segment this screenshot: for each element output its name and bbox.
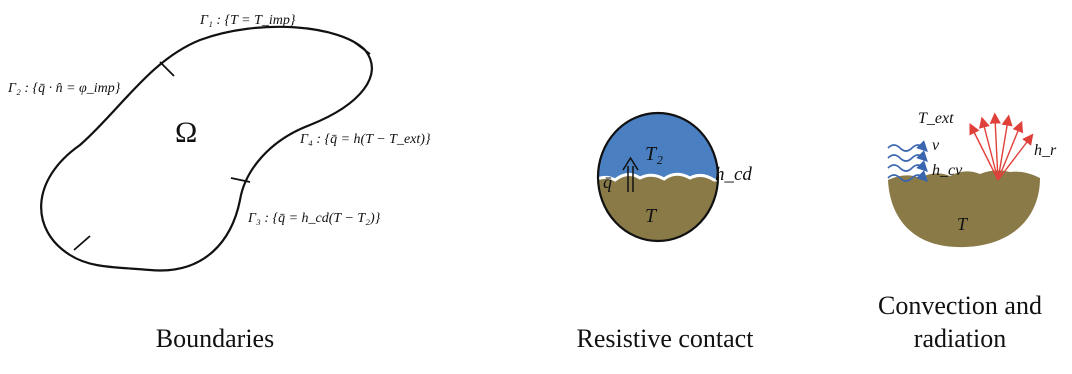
resistive-contact-panel: T₂ T q̄ h_cd <box>596 111 752 243</box>
domain-outline <box>40 25 373 272</box>
lower-temp-label: T <box>645 205 658 227</box>
gamma1-label: Γ₁ : {T = T_imp} <box>199 13 296 28</box>
wind-arrow-1 <box>887 140 928 152</box>
boundary-tick-1 <box>159 61 175 77</box>
caption-convection-line2: radiation <box>913 323 1007 353</box>
gamma2-label: Γ₂ : {q̄ · n̂ = φ_imp} <box>7 81 121 96</box>
contact-interface <box>598 172 718 184</box>
wind-arrow-3 <box>887 160 928 172</box>
domain-symbol: Ω <box>175 116 197 149</box>
body-region <box>888 170 1040 248</box>
convection-coef-label: h_cv <box>932 162 963 179</box>
caption-convection-line1: Convection and <box>878 291 1042 320</box>
caption-resistive-contact: Resistive contact <box>576 324 754 353</box>
radiation-coef-label: h_r <box>1034 142 1057 159</box>
boundary-tick-4 <box>73 235 91 251</box>
radiation-rays <box>969 112 1034 181</box>
boundary-tick-2 <box>353 41 371 55</box>
flux-label: q̄ <box>603 172 612 192</box>
boundary-tick-3 <box>230 177 251 183</box>
contact-coefficient-label: h_cd <box>715 164 752 185</box>
caption-boundaries: Boundaries <box>155 324 275 353</box>
flux-arrow-head <box>622 156 639 171</box>
boundaries-panel: Ω Γ₁ : {T = T_imp} Γ₂ : {q̄ · n̂ = φ_imp… <box>7 13 431 272</box>
gamma3-label: Γ₃ : {q̄ = h_cd(T − T₂)} <box>247 211 381 226</box>
upper-temp-label: T₂ <box>645 143 663 165</box>
ext-temp-label: T_ext <box>918 110 954 127</box>
gamma4-label: Γ₄ : {q̄ = h(T − T_ext)} <box>299 132 431 147</box>
caption-convection-radiation: Convection and radiation <box>848 290 1072 355</box>
body-temp-label: T <box>957 214 969 234</box>
wind-arrow-4 <box>887 170 928 182</box>
wind-arrow-2 <box>887 150 928 162</box>
contact-body-outline <box>596 111 720 243</box>
convection-radiation-panel: T_ext v⃗ h_cv h_r T <box>887 110 1057 248</box>
velocity-label: v⃗ <box>932 137 952 154</box>
